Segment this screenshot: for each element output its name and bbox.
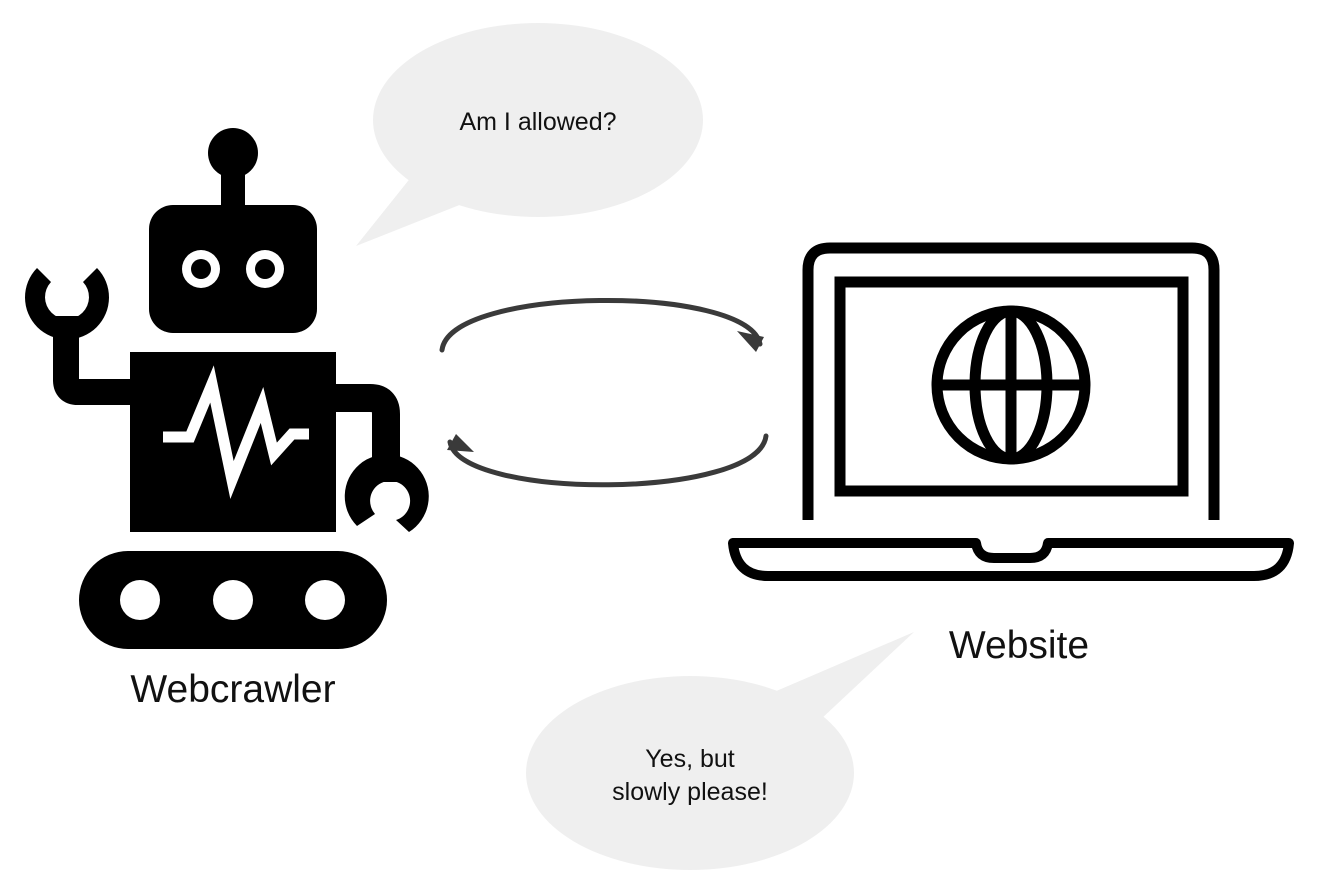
laptop-globe-icon bbox=[728, 242, 1294, 581]
robot-wheel bbox=[305, 580, 345, 620]
request-speech-bubble: Am I allowed? bbox=[356, 23, 703, 246]
robot-body bbox=[130, 352, 336, 532]
response-bubble-tail bbox=[774, 632, 914, 720]
arrow-lower-arc bbox=[447, 433, 769, 488]
robot-right-arm bbox=[336, 384, 400, 482]
website-label: Website bbox=[949, 624, 1089, 667]
response-bubble-line-1: Yes, but bbox=[645, 745, 734, 773]
robot-wheel bbox=[120, 580, 160, 620]
globe-icon bbox=[931, 305, 1091, 465]
robot-eye-right-pupil bbox=[255, 259, 275, 279]
response-speech-bubble: Yes, but slowly please! bbox=[526, 632, 914, 870]
robot-left-arm bbox=[53, 316, 130, 405]
robot-right-claw bbox=[344, 454, 429, 532]
laptop-lid bbox=[802, 242, 1220, 520]
arrow-lower-head bbox=[447, 434, 474, 452]
laptop-base bbox=[728, 538, 1294, 581]
response-bubble-line-2: slowly please! bbox=[612, 778, 768, 806]
robot-wheel bbox=[213, 580, 253, 620]
pulse-icon bbox=[163, 365, 309, 499]
robot-left-claw bbox=[25, 268, 110, 340]
arrow-right-curved-icon bbox=[439, 297, 764, 353]
robot-head bbox=[149, 205, 317, 333]
webcrawler-label: Webcrawler bbox=[130, 668, 335, 711]
robot-antenna-ball bbox=[208, 128, 258, 178]
arrow-left-curved-icon bbox=[447, 433, 769, 488]
arrow-upper-arc bbox=[439, 297, 763, 353]
laptop-screen bbox=[834, 276, 1189, 497]
robot-eye-left-pupil bbox=[191, 259, 211, 279]
request-bubble-text: Am I allowed? bbox=[459, 108, 616, 136]
robot-icon bbox=[25, 128, 429, 649]
request-bubble-body bbox=[373, 23, 703, 217]
arrow-upper-head bbox=[737, 331, 764, 352]
response-bubble-body bbox=[526, 676, 854, 870]
